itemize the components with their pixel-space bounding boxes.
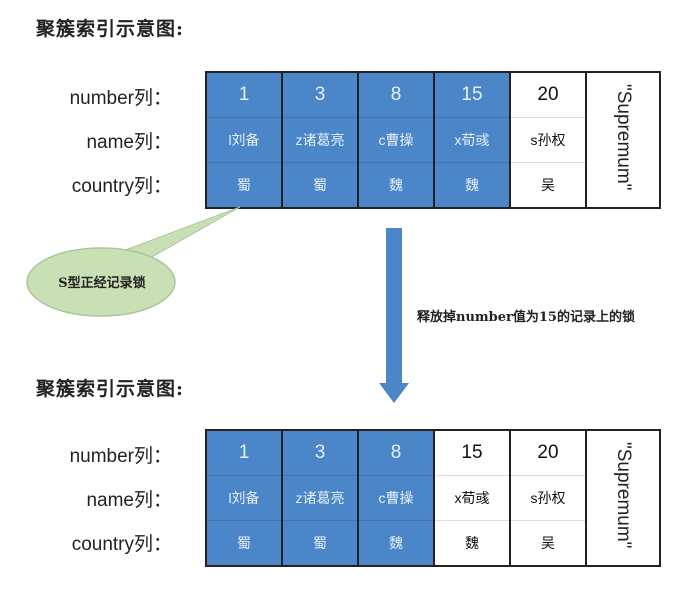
callout-text: S型正经记录锁 <box>58 276 146 291</box>
record-name-cell: x荀彧 <box>433 117 511 163</box>
record-name-cell: s孙权 <box>509 117 587 163</box>
record-name-cell: x荀彧 <box>433 475 511 521</box>
record-country-cell: 魏 <box>357 520 435 567</box>
record-country-cell: 魏 <box>433 162 511 209</box>
callout-bubble <box>26 247 176 317</box>
record-name-cell: z诸葛亮 <box>281 475 359 521</box>
record-number-cell: 15 <box>433 71 511 118</box>
callout-pointer <box>118 206 241 259</box>
arrow-label: 释放掉number值为15的记录上的锁 <box>417 310 635 325</box>
record-name-cell: l刘备 <box>205 117 283 163</box>
record-number-cell: 1 <box>205 429 283 476</box>
record-number-cell: 8 <box>357 429 435 476</box>
record-number-cell: 15 <box>433 429 511 476</box>
record-name-cell: c曹操 <box>357 117 435 163</box>
supremum-label: "Supremum" <box>613 84 634 191</box>
row-label-name: name列： <box>86 132 172 153</box>
record-country-cell: 吴 <box>509 162 587 209</box>
record-name-cell: s孙权 <box>509 475 587 521</box>
row-label-country: country列： <box>71 534 172 555</box>
row-label-number: number列： <box>69 446 172 467</box>
record-country-cell: 蜀 <box>205 162 283 209</box>
record-name-cell: z诸葛亮 <box>281 117 359 163</box>
supremum-record: "Supremum" <box>585 72 661 208</box>
record-country-cell: 蜀 <box>205 520 283 567</box>
record-country-cell: 蜀 <box>281 520 359 567</box>
title-top: 聚簇索引示意图: <box>36 18 185 40</box>
record-number-cell: 1 <box>205 71 283 118</box>
record-country-cell: 蜀 <box>281 162 359 209</box>
record-number-cell: 20 <box>509 429 587 476</box>
down-arrow-icon <box>379 228 409 403</box>
record-name-cell: c曹操 <box>357 475 435 521</box>
title-bottom: 聚簇索引示意图: <box>36 378 185 400</box>
row-label-country: country列： <box>71 176 172 197</box>
record-country-cell: 吴 <box>509 520 587 567</box>
supremum-label: "Supremum" <box>613 442 634 549</box>
record-number-cell: 20 <box>509 71 587 118</box>
record-number-cell: 3 <box>281 71 359 118</box>
record-number-cell: 3 <box>281 429 359 476</box>
row-label-name: name列： <box>86 490 172 511</box>
record-name-cell: l刘备 <box>205 475 283 521</box>
supremum-record: "Supremum" <box>585 430 661 566</box>
row-label-number: number列： <box>69 88 172 109</box>
record-country-cell: 魏 <box>433 520 511 567</box>
record-country-cell: 魏 <box>357 162 435 209</box>
record-number-cell: 8 <box>357 71 435 118</box>
